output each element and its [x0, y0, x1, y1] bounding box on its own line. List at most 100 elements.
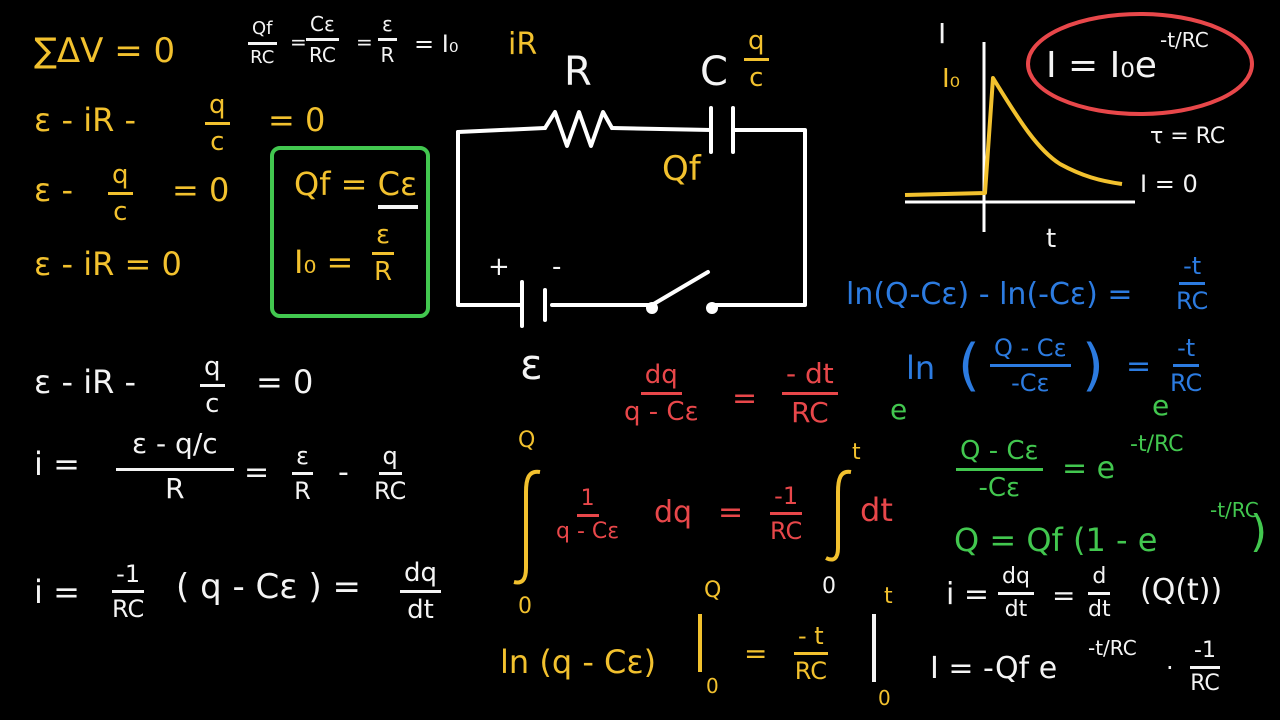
w3-fn: -1 — [112, 562, 145, 593]
eq1-num: q — [205, 92, 230, 125]
int1-upper: Q — [518, 428, 536, 453]
green-l2-exp: -t/RC — [1210, 498, 1259, 522]
eq3: ε - iR = 0 — [34, 245, 182, 283]
switch-contact-right — [706, 302, 718, 314]
r1-eq: = — [1052, 579, 1076, 612]
red-d1-eq: = — [732, 381, 758, 416]
eq2-right: = 0 — [172, 171, 230, 209]
int2-upper: t — [852, 440, 861, 465]
r1-dfrac: d dt — [1088, 566, 1111, 621]
blue-line2-rfrac: -t RC — [1170, 336, 1202, 395]
w1-right: = 0 — [256, 363, 314, 401]
kvl-equation: ∑ΔV = 0 — [34, 31, 176, 71]
yellow-lower2: 0 — [878, 686, 891, 710]
blue-l2-eq: = — [1126, 349, 1152, 384]
top-eq-a: = — [290, 30, 307, 54]
battery-minus: - — [552, 252, 562, 282]
r2-den: RC — [1190, 671, 1220, 696]
w2-i: i = — [34, 445, 80, 483]
r1-dd: dt — [1088, 597, 1111, 622]
red-int-eq: = — [718, 495, 744, 530]
eq2-den: c — [113, 197, 128, 227]
blue-l2-num: Q - Cε — [990, 336, 1071, 367]
red-dt: dt — [860, 491, 893, 529]
blue-line2-frac: Q - Cε -Cε — [990, 336, 1071, 395]
box-i0-num: ε — [372, 222, 395, 255]
w3-frac: -1 RC — [112, 562, 144, 621]
integral-sign-1 — [513, 469, 541, 585]
w3-dd: dt — [407, 595, 434, 625]
blue-ln: ln — [906, 349, 936, 387]
battery-emf: ε — [520, 340, 543, 389]
battery-plus: + — [488, 252, 510, 282]
graph-t-label: t — [1046, 224, 1057, 254]
w3-i: i = — [34, 573, 80, 611]
circuit-wire-mid — [610, 126, 713, 132]
top-frac-3-den: R — [380, 43, 395, 67]
int2-lower: 0 — [822, 574, 836, 599]
ellipse-exponent: -t/RC — [1160, 28, 1209, 52]
blue-l2-rden: RC — [1170, 369, 1203, 397]
resistor-symbol — [543, 110, 614, 148]
capacitor-label: C — [700, 49, 728, 95]
blue-line1: ln(Q-Cε) - ln(-Cε) = — [846, 277, 1133, 312]
w2-num: ε - q/c — [116, 430, 234, 471]
red-d1-rfrac: - dt RC — [782, 360, 838, 427]
circuit-wire-left — [456, 130, 524, 307]
box-i0-frac: ε R — [372, 222, 395, 287]
r1-i: i = — [946, 577, 990, 612]
graph-i0-label: I₀ — [942, 64, 961, 94]
box-i0-den: R — [373, 257, 393, 287]
blue-l2-den: -Cε — [1011, 369, 1050, 397]
blue-l1-den: RC — [1176, 287, 1209, 315]
top-ir: iR — [508, 27, 538, 62]
r2-frac: -1 RC — [1190, 640, 1220, 695]
w1-frac: q c — [200, 354, 225, 417]
red-k-frac: -1 RC — [770, 484, 802, 543]
top-frac-2-den: RC — [308, 43, 336, 67]
blue-line1-frac: -t RC — [1176, 254, 1208, 313]
int1-lower: 0 — [518, 594, 532, 619]
green-l1-den: -Cε — [978, 473, 1021, 503]
graph-y-label: I — [938, 17, 947, 50]
decay-curve — [904, 76, 1123, 197]
red-d1-frac: dq q - Cε — [624, 362, 699, 425]
graph-tau: τ = RC — [1150, 124, 1226, 149]
yellow-upper1: Q — [704, 578, 722, 603]
green-e-base-left: e — [890, 393, 908, 426]
eq1-fraction: q c — [205, 92, 230, 155]
w1-num: q — [200, 354, 225, 387]
r1-dn: d — [1088, 566, 1111, 595]
eq1-left: ε - iR - — [34, 101, 137, 139]
ellipse-formula: I = I₀e — [1046, 45, 1157, 86]
r2-dot: · — [1166, 654, 1174, 682]
w2-minus: - — [338, 455, 349, 490]
box-i0-left: I₀ = — [294, 243, 354, 281]
red-int-den: q - Cε — [556, 519, 620, 544]
w2-f1n: ε — [292, 444, 313, 475]
eq2-fraction: q c — [108, 162, 133, 225]
w2-f2d: RC — [374, 477, 407, 505]
red-dq: dq — [654, 495, 693, 530]
w3-deriv: dq dt — [400, 560, 442, 625]
w1-left: ε - iR - — [34, 363, 137, 401]
red-int-num: 1 — [576, 488, 599, 517]
red-int-frac: 1 q - Cε — [556, 488, 619, 543]
cap-v-den: c — [749, 63, 764, 93]
switch-lever — [650, 270, 710, 307]
w3-paren: ( q - Cε ) = — [176, 567, 362, 607]
green-l1-right: = e — [1062, 451, 1116, 486]
r2-exp: -t/RC — [1088, 636, 1137, 660]
top-frac-1: Qf RC — [248, 20, 277, 67]
top-frac-3-num: ε — [378, 14, 397, 41]
green-l1-num: Q - Cε — [956, 438, 1043, 471]
r2: I = -Qf e — [930, 651, 1058, 686]
w3-fd: RC — [112, 595, 145, 623]
switch-contact-left — [646, 302, 658, 314]
eq2-left: ε - — [34, 171, 74, 209]
circuit-wire-top-left — [456, 126, 547, 134]
w2-frac1: ε R — [292, 444, 313, 503]
box-qf: Qf = Cε — [294, 165, 418, 203]
circuit-diagram — [456, 106, 807, 328]
blue-l1-num: -t — [1179, 254, 1206, 285]
